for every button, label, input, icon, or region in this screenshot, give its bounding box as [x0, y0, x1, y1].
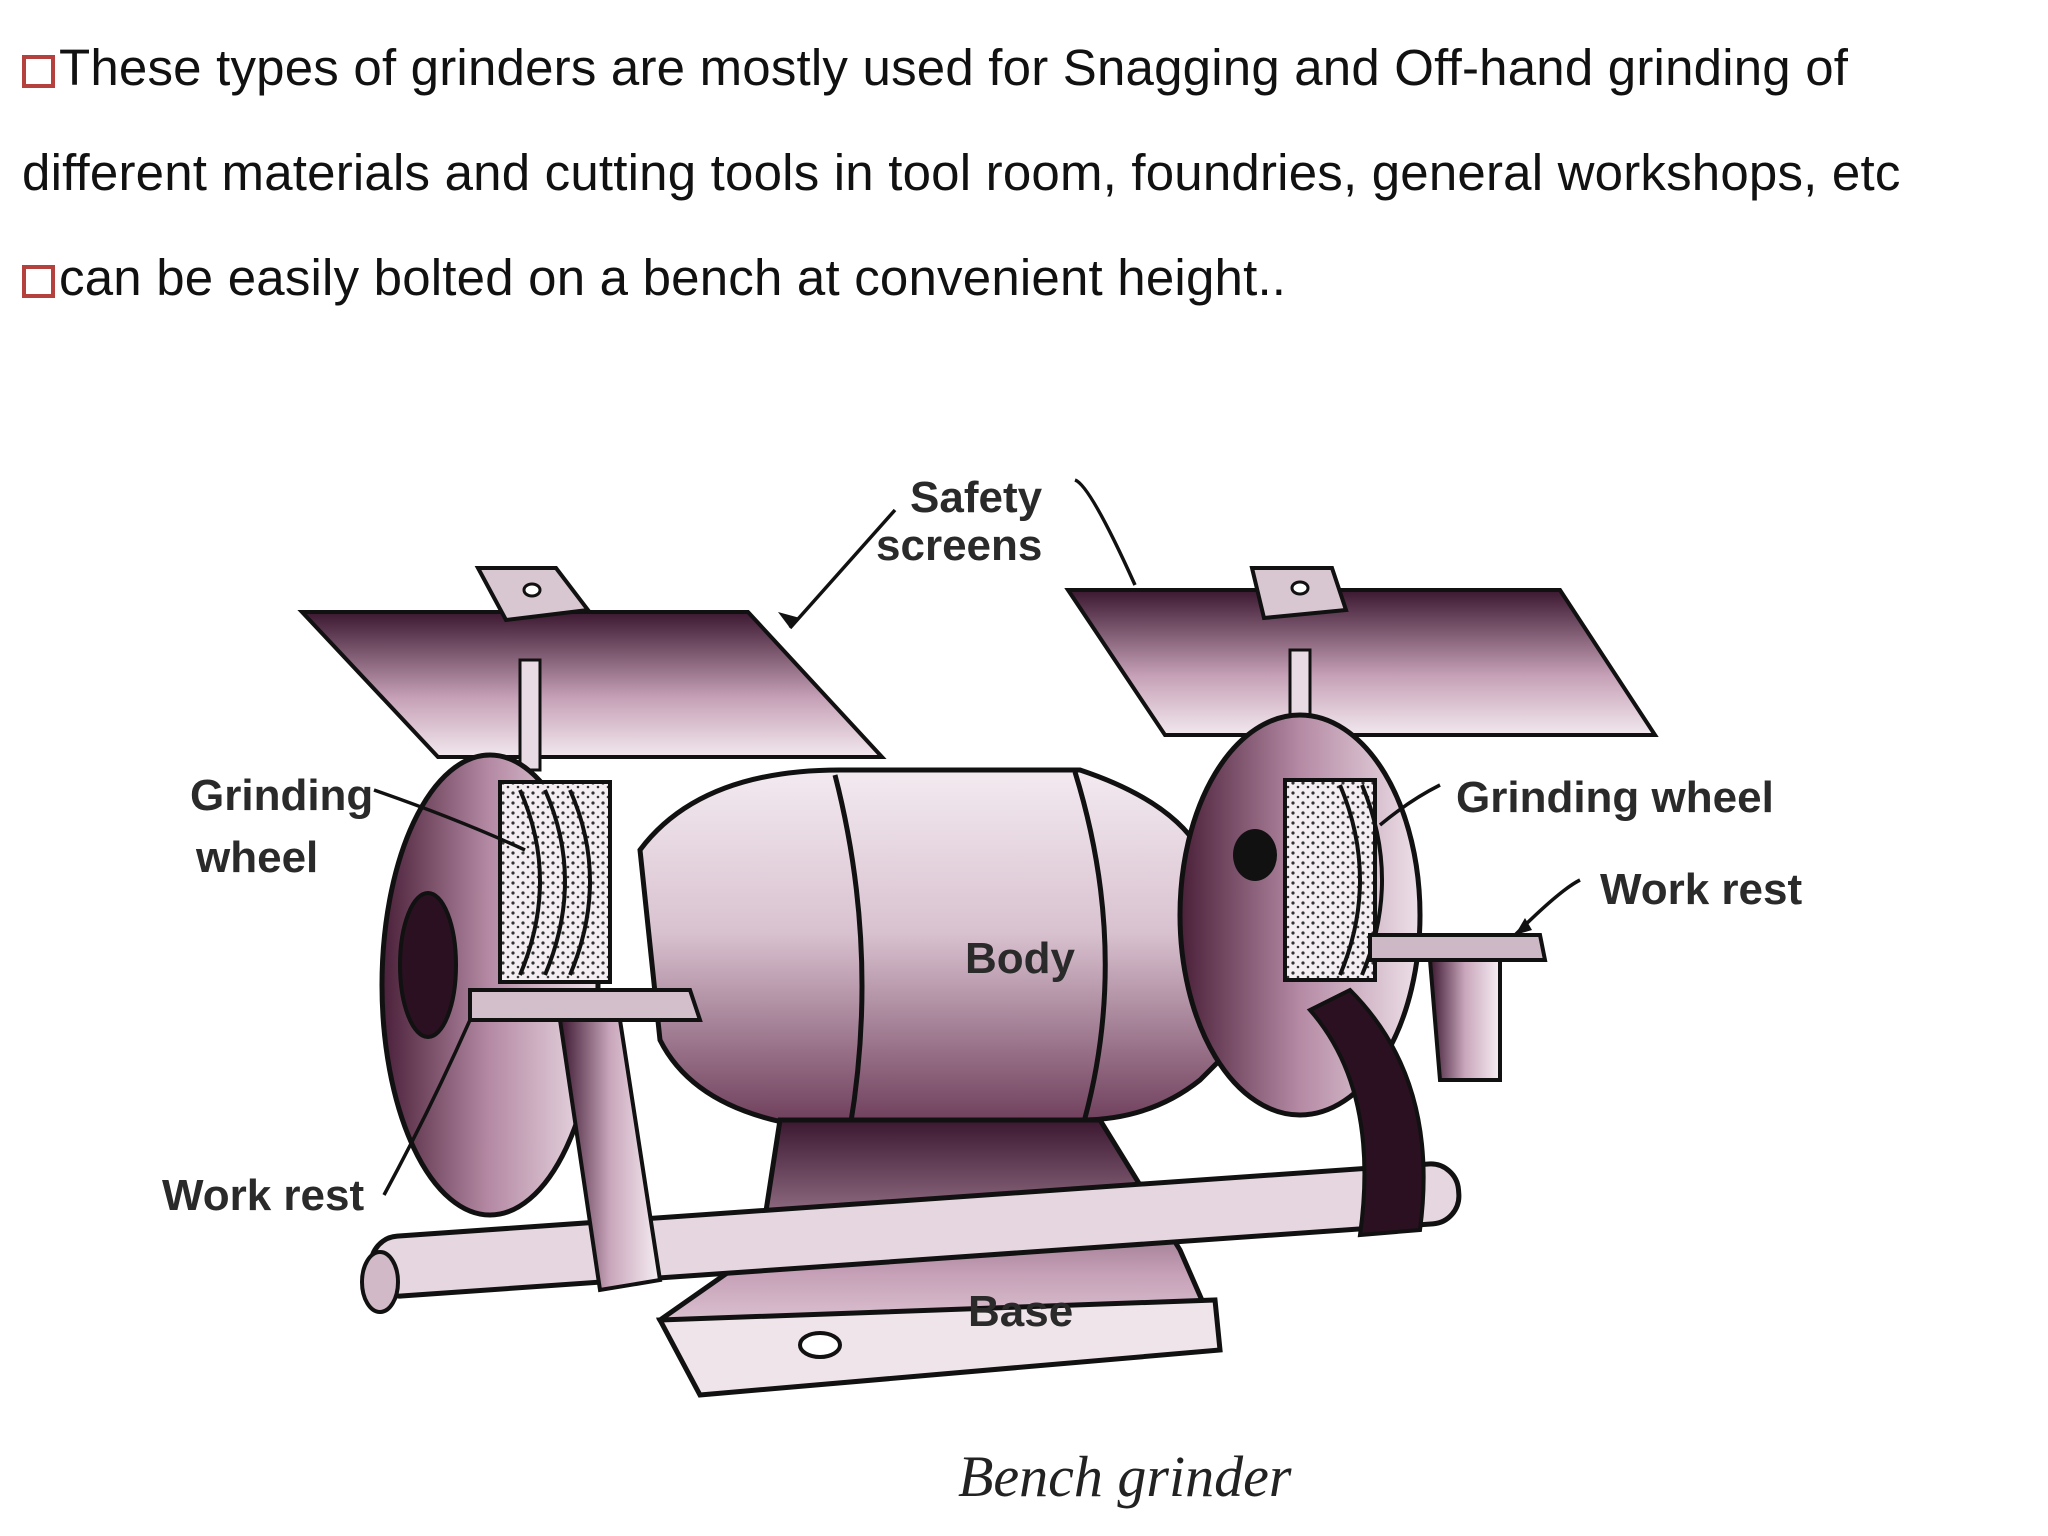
label-grinding-wheel-left-2: wheel	[195, 833, 318, 882]
left-wheel-guard	[379, 752, 703, 1293]
right-wheel-guard	[1177, 712, 1548, 1238]
left-safety-screen	[297, 566, 887, 772]
label-base: Base	[968, 1287, 1073, 1336]
bullet-1-line-2: different materials and cutting tools in…	[22, 144, 1901, 201]
label-screens: screens	[876, 521, 1042, 570]
label-work-rest-right: Work rest	[1600, 865, 1802, 914]
label-work-rest-left: Work rest	[162, 1171, 364, 1220]
label-grinding-wheel-right: Grinding wheel	[1456, 773, 1774, 822]
label-safety: Safety	[910, 473, 1043, 522]
leader-lines	[373, 478, 1581, 1196]
bullet-1-line-1: These types of grinders are mostly used …	[22, 38, 1848, 97]
bullet-square-icon	[22, 265, 55, 298]
bullet-2-line-1: can be easily bolted on a bench at conve…	[22, 248, 1286, 307]
label-body: Body	[965, 934, 1076, 983]
right-safety-screen	[1064, 566, 1659, 762]
figure-caption: Bench grinder	[958, 1444, 1292, 1509]
motor-body	[637, 767, 1243, 1133]
bench-grinder-diagram: Safety screens Grinding wheel Grinding w…	[162, 473, 1802, 1509]
label-grinding-wheel-left-1: Grinding	[190, 771, 373, 820]
bullet-square-icon	[22, 55, 55, 88]
